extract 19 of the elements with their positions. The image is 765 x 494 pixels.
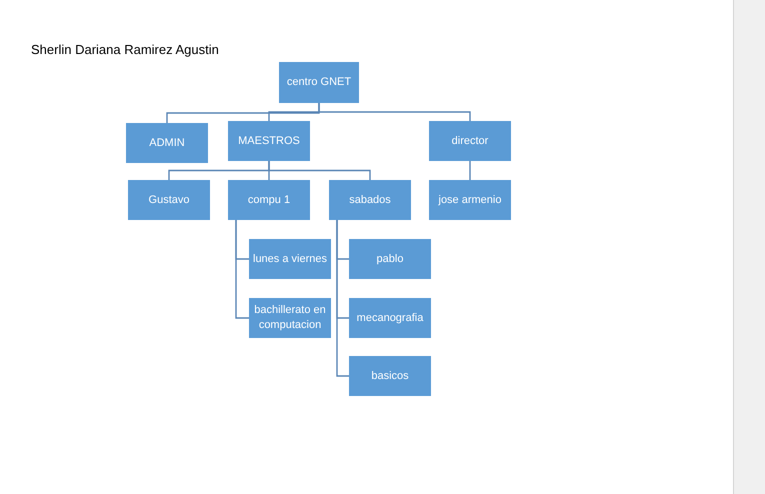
connector-line <box>268 161 371 180</box>
org-box: MAESTROS <box>228 121 310 161</box>
org-box: lunes a viernes <box>249 239 331 279</box>
org-box: basicos <box>349 356 431 396</box>
org-box: jose armenio <box>429 180 511 220</box>
document-title: Sherlin Dariana Ramirez Agustin <box>31 42 219 57</box>
org-box: sabados <box>329 180 411 220</box>
org-box: director <box>429 121 511 161</box>
connector-line <box>336 220 349 377</box>
org-box: ADMIN <box>126 123 208 163</box>
org-box: centro GNET <box>279 62 359 103</box>
org-box: compu 1 <box>228 180 310 220</box>
org-box: Gustavo <box>128 180 210 220</box>
org-box: pablo <box>349 239 431 279</box>
connector-line <box>469 161 471 180</box>
org-box: mecanografia <box>349 298 431 338</box>
org-box: bachillerato en computacion <box>249 298 331 338</box>
connector-line <box>318 103 471 121</box>
connector-line <box>235 220 249 319</box>
